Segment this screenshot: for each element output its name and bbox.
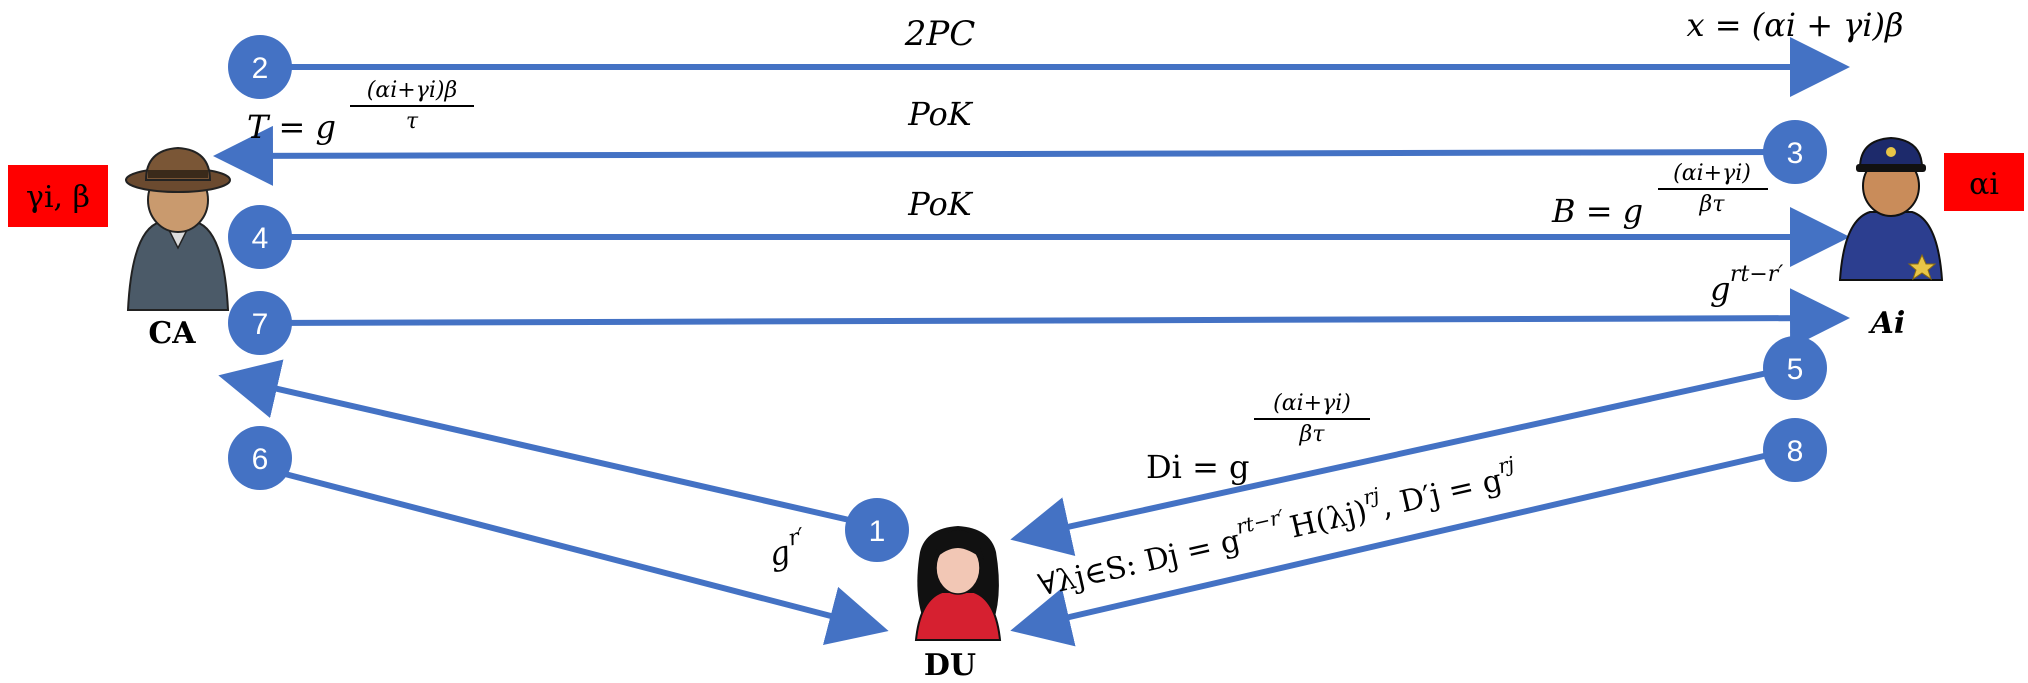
svg-text:6: 6 xyxy=(252,443,269,476)
label-pok-step3: PoK xyxy=(907,95,974,133)
label-x-expression: x = (αi + γi)β xyxy=(1686,6,1903,44)
step-circle-8: 8 xyxy=(1763,418,1827,482)
step-circle-7: 7 xyxy=(228,291,292,355)
woman-user-icon xyxy=(914,526,1002,641)
police-officer-icon xyxy=(1838,136,1944,281)
step-circle-4: 4 xyxy=(228,205,292,269)
arrow-step-3 xyxy=(213,125,1791,186)
svg-text:αi: αi xyxy=(1969,167,1999,202)
arrow-step-5 xyxy=(1010,365,1791,556)
arrow-step-6 xyxy=(261,465,889,645)
svg-text:r′: r′ xyxy=(786,524,806,552)
svg-text:(αi+γi)β: (αi+γi)β xyxy=(367,78,457,103)
arrow-step-8 xyxy=(1010,447,1791,647)
svg-text:βτ: βτ xyxy=(1299,422,1326,447)
ai-label: Ai xyxy=(1868,306,1906,341)
svg-text:γi, β: γi, β xyxy=(26,180,90,215)
label-2pc: 2PC xyxy=(904,14,976,54)
svg-text:βτ: βτ xyxy=(1699,192,1726,217)
ca-label: CA xyxy=(148,316,196,351)
step-circle-6: 6 xyxy=(228,426,292,490)
step-circle-1: 1 xyxy=(845,498,909,562)
ai-secret-box: αi xyxy=(1944,153,2024,211)
svg-text:rt−r′: rt−r′ xyxy=(1730,262,1783,287)
detective-icon xyxy=(125,146,231,311)
arrow-step-1 xyxy=(218,359,859,525)
label-pok-step4: PoK xyxy=(907,185,974,223)
svg-text:(αi+γi): (αi+γi) xyxy=(1273,391,1351,416)
svg-text:1: 1 xyxy=(869,515,886,548)
svg-text:g: g xyxy=(1710,270,1730,308)
svg-text:4: 4 xyxy=(252,222,269,255)
label-di-formula: Di = g (αi+γi) βτ xyxy=(1146,391,1370,486)
arrow-step-7 xyxy=(261,288,1850,349)
svg-text:7: 7 xyxy=(252,308,269,341)
svg-text:τ: τ xyxy=(406,109,419,134)
svg-text:8: 8 xyxy=(1787,435,1804,468)
du-label: DU xyxy=(924,648,976,683)
svg-text:Di = g: Di = g xyxy=(1146,448,1250,486)
ca-secret-box: γi, β xyxy=(8,165,108,227)
label-g-step7: g rt−r′ xyxy=(1710,262,1783,308)
svg-text:5: 5 xyxy=(1787,353,1804,386)
label-g-step1: g r′ xyxy=(766,524,807,574)
label-b-formula: B = g (αi+γi) βτ xyxy=(1551,161,1768,230)
step-circle-2: 2 xyxy=(228,35,292,99)
step-circle-5: 5 xyxy=(1763,336,1827,400)
svg-text:B = g: B = g xyxy=(1551,192,1643,230)
svg-text:2: 2 xyxy=(252,52,269,85)
svg-text:(αi+γi): (αi+γi) xyxy=(1673,161,1751,186)
svg-text:T = g: T = g xyxy=(247,108,336,146)
step-circle-3: 3 xyxy=(1763,120,1827,184)
svg-text:3: 3 xyxy=(1787,137,1804,170)
label-t-formula: T = g (αi+γi)β τ xyxy=(247,78,474,146)
